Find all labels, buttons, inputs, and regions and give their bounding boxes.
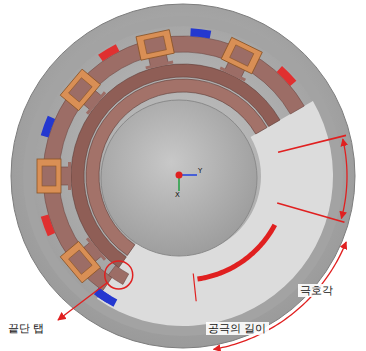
leader-line (58, 283, 107, 320)
end-tab (108, 265, 128, 284)
housing-inner-ring (23, 16, 343, 336)
pole-with-coil (60, 235, 108, 283)
stator-yoke (43, 36, 304, 291)
pole-with-coil (136, 30, 176, 70)
end-tab-marker (105, 261, 133, 289)
air-gap-tick (193, 273, 196, 301)
dimension-label: 극호각 (298, 284, 335, 297)
pole-with-coil (217, 37, 262, 82)
magnet (41, 215, 55, 237)
pole-arc-line (278, 135, 346, 152)
magnet (41, 116, 55, 138)
housing (11, 4, 355, 348)
rotor-core (101, 100, 257, 256)
air-gap-mark (197, 225, 274, 279)
magnet (277, 66, 297, 86)
rotor-inner-ring (86, 79, 267, 255)
dimension-label: 공극의 길이 (206, 322, 269, 335)
axis-label: X (175, 191, 180, 199)
magnet (98, 44, 119, 61)
callout-label: 끝단 탭 (6, 322, 47, 335)
pole-with-coil (37, 159, 71, 193)
axis-label: Y (198, 167, 202, 175)
axis-origin (176, 172, 183, 179)
pole-arc-line (277, 203, 344, 222)
pole-with-coil (60, 69, 108, 117)
pole-arc-dimension (341, 139, 347, 218)
rotor-outer-ring (71, 64, 280, 268)
magnet (190, 28, 211, 38)
